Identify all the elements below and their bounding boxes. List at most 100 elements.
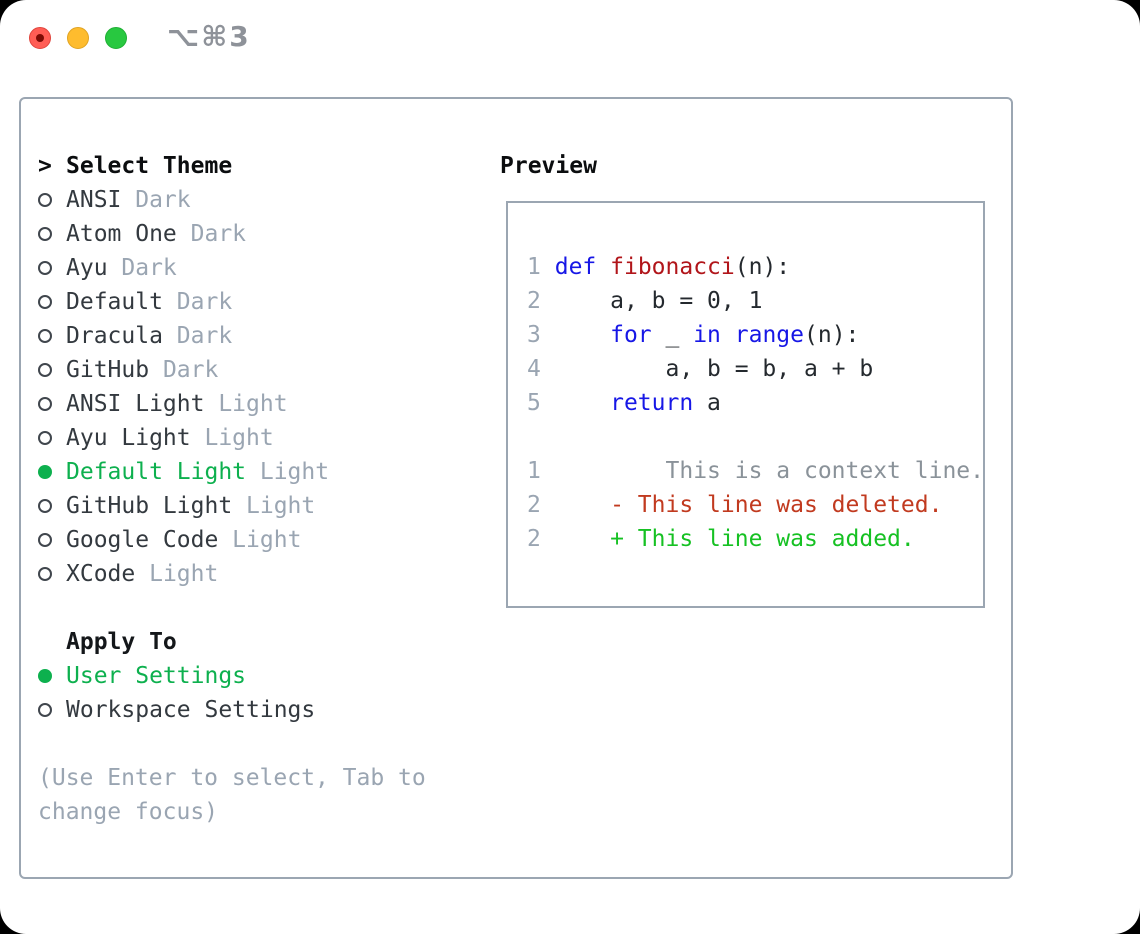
theme-variant: Light bbox=[135, 561, 219, 587]
select-theme-header: > Select Theme bbox=[38, 149, 478, 183]
theme-name: ANSI bbox=[66, 187, 122, 213]
code-line: 3 for _ in range(n): bbox=[527, 318, 983, 352]
radio-marker bbox=[38, 261, 66, 275]
code-segment: range bbox=[734, 322, 805, 348]
radio-circle-icon bbox=[38, 397, 52, 411]
theme-name: Ayu Light bbox=[66, 425, 191, 451]
radio-marker bbox=[38, 499, 66, 513]
theme-name: Atom One bbox=[66, 221, 177, 247]
focus-caret-icon: > bbox=[38, 153, 52, 179]
theme-option[interactable]: ANSI Dark bbox=[38, 183, 478, 217]
code-segment: _ bbox=[651, 322, 694, 348]
theme-name: GitHub Light bbox=[66, 493, 233, 519]
radio-marker bbox=[38, 431, 66, 445]
theme-variant: Dark bbox=[176, 221, 247, 247]
radio-marker bbox=[38, 567, 66, 581]
apply-to-header: Apply To bbox=[38, 625, 478, 659]
theme-variant: Light bbox=[246, 459, 330, 485]
apply-to-name: User Settings bbox=[66, 663, 247, 689]
theme-variant: Light bbox=[232, 493, 316, 519]
radio-marker bbox=[38, 295, 66, 309]
theme-option[interactable]: Atom One Dark bbox=[38, 217, 478, 251]
close-button[interactable] bbox=[29, 27, 51, 49]
radio-marker bbox=[38, 533, 66, 547]
code-segment: return bbox=[610, 390, 694, 416]
theme-variant: Dark bbox=[149, 357, 219, 383]
code-segment bbox=[596, 254, 610, 280]
radio-marker bbox=[38, 465, 66, 479]
line-number: 2 bbox=[527, 526, 541, 552]
code-segment bbox=[721, 322, 735, 348]
radio-marker bbox=[38, 329, 66, 343]
zoom-button[interactable] bbox=[105, 27, 127, 49]
code-line: 5 return a bbox=[527, 386, 983, 420]
line-number: 1 bbox=[527, 254, 541, 280]
theme-option[interactable]: Ayu Light Light bbox=[38, 421, 478, 455]
code-line bbox=[527, 420, 983, 454]
apply-to-option[interactable]: User Settings bbox=[38, 659, 478, 693]
code-line: 2 a, b = 0, 1 bbox=[527, 284, 983, 318]
spacer bbox=[38, 727, 478, 761]
apply-to-label: Apply To bbox=[66, 629, 177, 655]
radio-circle-icon bbox=[38, 533, 52, 547]
line-number: 4 bbox=[527, 356, 541, 382]
theme-option[interactable]: Default Light Light bbox=[38, 455, 478, 489]
radio-circle-icon bbox=[38, 329, 52, 343]
code-line: 4 a, b = b, a + b bbox=[527, 352, 983, 386]
theme-option[interactable]: GitHub Light Light bbox=[38, 489, 478, 523]
theme-variant: Dark bbox=[162, 289, 233, 315]
code-segment: a, b = b, a + b bbox=[554, 356, 874, 382]
theme-name: ANSI Light bbox=[66, 391, 205, 417]
code-line: 1 def fibonacci(n): bbox=[527, 250, 983, 284]
code-line: 2 - This line was deleted. bbox=[527, 488, 983, 522]
theme-option[interactable]: Google Code Light bbox=[38, 523, 478, 557]
radio-marker bbox=[38, 397, 66, 411]
theme-option[interactable]: Ayu Dark bbox=[38, 251, 478, 285]
apply-to-option[interactable]: Workspace Settings bbox=[38, 693, 478, 727]
radio-marker bbox=[38, 669, 66, 683]
radio-circle-icon bbox=[38, 703, 52, 717]
radio-circle-icon bbox=[38, 431, 52, 445]
theme-option[interactable]: XCode Light bbox=[38, 557, 478, 591]
radio-marker bbox=[38, 703, 66, 717]
theme-name: Google Code bbox=[66, 527, 219, 553]
theme-variant: Dark bbox=[121, 187, 191, 213]
line-number: 1 bbox=[527, 458, 541, 484]
radio-selected-icon bbox=[38, 669, 52, 683]
line-number: 2 bbox=[527, 492, 541, 518]
code-segment: def bbox=[554, 254, 597, 280]
code-segment: - This line was deleted. bbox=[554, 492, 943, 518]
theme-option[interactable]: Default Dark bbox=[38, 285, 478, 319]
radio-marker bbox=[38, 363, 66, 377]
titlebar: ⌥⌘3 bbox=[0, 0, 1140, 76]
theme-name: Ayu bbox=[66, 255, 108, 281]
code-segment: This is a context line. bbox=[554, 458, 984, 484]
theme-name: XCode bbox=[66, 561, 136, 587]
minimize-button[interactable] bbox=[67, 27, 89, 49]
theme-variant: Light bbox=[218, 527, 302, 553]
window-title-shortcut: ⌥⌘3 bbox=[167, 20, 251, 53]
select-theme-label: Select Theme bbox=[66, 153, 233, 179]
theme-option[interactable]: ANSI Light Light bbox=[38, 387, 478, 421]
code-line: 1 This is a context line. bbox=[527, 454, 983, 488]
theme-option[interactable]: GitHub Dark bbox=[38, 353, 478, 387]
line-number: 3 bbox=[527, 322, 541, 348]
code-segment bbox=[555, 390, 610, 416]
code-line: 2 + This line was added. bbox=[527, 522, 983, 556]
theme-variant: Light bbox=[204, 391, 288, 417]
radio-marker bbox=[38, 193, 66, 207]
preview-header: Preview bbox=[500, 153, 597, 179]
apply-to-name: Workspace Settings bbox=[66, 697, 316, 723]
spacer bbox=[38, 591, 478, 625]
theme-option[interactable]: Dracula Dark bbox=[38, 319, 478, 353]
traffic-lights bbox=[29, 27, 127, 49]
radio-selected-icon bbox=[38, 465, 52, 479]
radio-marker bbox=[38, 227, 66, 241]
code-segment bbox=[555, 322, 610, 348]
radio-circle-icon bbox=[38, 499, 52, 513]
